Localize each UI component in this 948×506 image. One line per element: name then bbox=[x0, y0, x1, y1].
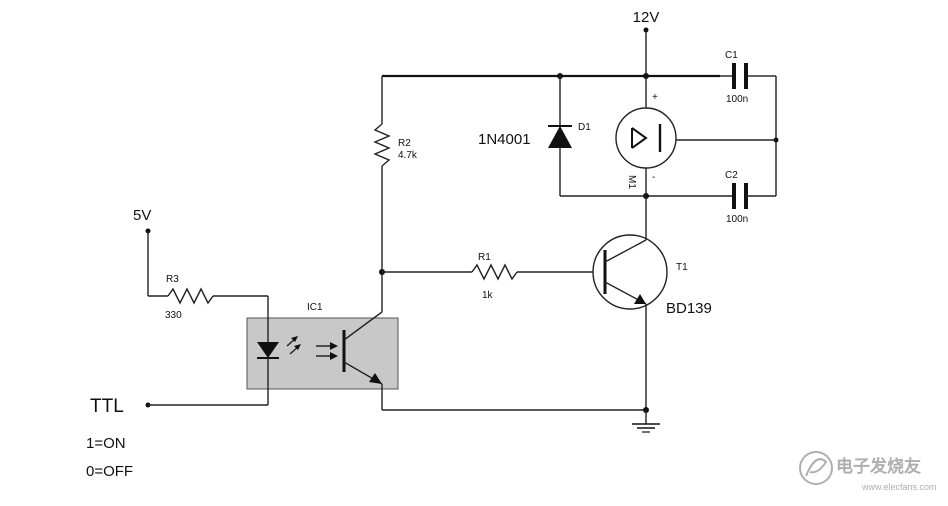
capacitor-c1: C1 100n bbox=[720, 50, 760, 105]
transistor-t1: T1 BD139 bbox=[592, 196, 712, 410]
watermark-logo-icon bbox=[799, 451, 833, 485]
r2-value: 4.7k bbox=[398, 150, 418, 161]
motor-plus: + bbox=[652, 92, 658, 103]
ttl-label: TTL bbox=[90, 396, 124, 417]
label-5v: 5V bbox=[133, 207, 151, 224]
motor-minus: - bbox=[652, 172, 655, 183]
resistor-r1: R1 1k bbox=[382, 252, 605, 301]
watermark: 电子发烧友 www.elecfans.com bbox=[799, 451, 937, 492]
watermark-url: www.elecfans.com bbox=[861, 482, 937, 492]
c1-value: 100n bbox=[726, 94, 748, 105]
motor-m1: + - M1 bbox=[615, 76, 776, 196]
t1-ref: T1 bbox=[676, 262, 688, 273]
c2-value: 100n bbox=[726, 214, 748, 225]
r2-ref: R2 bbox=[398, 138, 411, 149]
capacitor-c2: C2 100n bbox=[646, 170, 776, 225]
motor-ref: M1 bbox=[626, 175, 637, 189]
d1-part: 1N4001 bbox=[478, 131, 531, 148]
r3-ref: R3 bbox=[166, 274, 179, 285]
c1-ref: C1 bbox=[725, 50, 738, 61]
t1-part: BD139 bbox=[666, 300, 712, 317]
watermark-text: 电子发烧友 bbox=[836, 456, 921, 476]
ic1-ref: IC1 bbox=[307, 302, 323, 313]
optocoupler-ic1: IC1 bbox=[246, 296, 399, 410]
resistor-r3: R3 330 bbox=[148, 274, 268, 321]
r1-value: 1k bbox=[482, 290, 494, 301]
r3-value: 330 bbox=[165, 310, 182, 321]
d1-ref: D1 bbox=[578, 122, 591, 133]
supply-5v: 5V bbox=[133, 207, 151, 296]
r1-ref: R1 bbox=[478, 252, 491, 263]
ground bbox=[382, 407, 660, 433]
ttl-on-label: 1=ON bbox=[86, 435, 126, 452]
label-12v: 12V bbox=[633, 9, 660, 26]
ttl-input: TTL 1=ON 0=OFF bbox=[86, 396, 268, 480]
diode-d1: 1N4001 D1 bbox=[478, 76, 646, 197]
supply-12v: 12V bbox=[633, 9, 660, 76]
ttl-off-label: 0=OFF bbox=[86, 463, 133, 480]
c2-ref: C2 bbox=[725, 170, 738, 181]
resistor-r2: R2 4.7k bbox=[373, 76, 418, 312]
